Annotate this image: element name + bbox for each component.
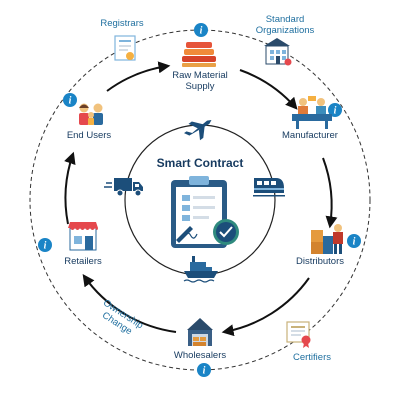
node-wholesalers-label: Wholesalers <box>173 350 227 361</box>
svg-text:i: i <box>200 26 203 37</box>
party-standard-orgs-line1: Standard <box>265 14 305 25</box>
ship-icon <box>183 256 218 283</box>
arrow-endusers-to-raw <box>106 61 171 92</box>
train-icon <box>253 178 285 197</box>
info-icon[interactable]: i <box>347 234 361 248</box>
arrow-retailers-to-endusers <box>64 151 76 225</box>
node-raw-material-line2: Supply <box>185 81 215 92</box>
diploma-icon <box>286 321 311 348</box>
info-icon[interactable]: i <box>328 103 342 117</box>
materials-stack-icon <box>182 42 216 67</box>
truck-icon <box>104 178 143 197</box>
arrow-distributors-to-wholesalers <box>221 277 310 337</box>
party-registrars-label: Registrars <box>100 18 144 29</box>
info-icon[interactable]: i <box>63 93 77 107</box>
shop-icon <box>68 222 98 251</box>
svg-text:i: i <box>44 241 47 252</box>
party-standard-orgs-line2: Organizations <box>255 25 315 36</box>
node-end-users-label: End Users <box>66 130 112 141</box>
info-icon[interactable]: i <box>38 238 52 252</box>
building-icon <box>264 38 292 66</box>
clipboard-contract-icon <box>171 176 239 248</box>
party-standard-orgs-label: Standard Organizations <box>245 14 325 36</box>
node-manufacturer-label: Manufacturer <box>282 130 338 141</box>
node-raw-material-line1: Raw Material <box>172 70 228 81</box>
airplane-icon <box>184 119 212 141</box>
info-badges: i i i i i i <box>38 23 361 377</box>
certificate-icon <box>114 35 136 61</box>
node-retailers-label: Retailers <box>64 256 102 267</box>
node-distributors-label: Distributors <box>295 256 345 267</box>
warehouse-icon <box>187 318 213 346</box>
info-icon[interactable]: i <box>197 363 211 377</box>
factory-workers-icon <box>292 96 332 129</box>
info-icon[interactable]: i <box>194 23 208 37</box>
svg-text:i: i <box>203 366 206 377</box>
svg-text:i: i <box>334 106 337 117</box>
arrow-wholesalers-to-retailers <box>82 274 177 333</box>
flow-arrows <box>64 61 338 337</box>
svg-text:i: i <box>353 237 356 248</box>
boxes-worker-icon <box>311 224 343 254</box>
family-icon <box>79 103 103 125</box>
center-title: Smart Contract <box>156 156 244 170</box>
party-certifiers-label: Certifiers <box>292 352 331 363</box>
node-raw-material-label: Raw Material Supply <box>160 70 240 92</box>
arrow-manufacturer-to-distributors <box>322 157 338 229</box>
svg-text:i: i <box>69 96 72 107</box>
arrow-raw-to-manufacturer <box>239 69 298 110</box>
